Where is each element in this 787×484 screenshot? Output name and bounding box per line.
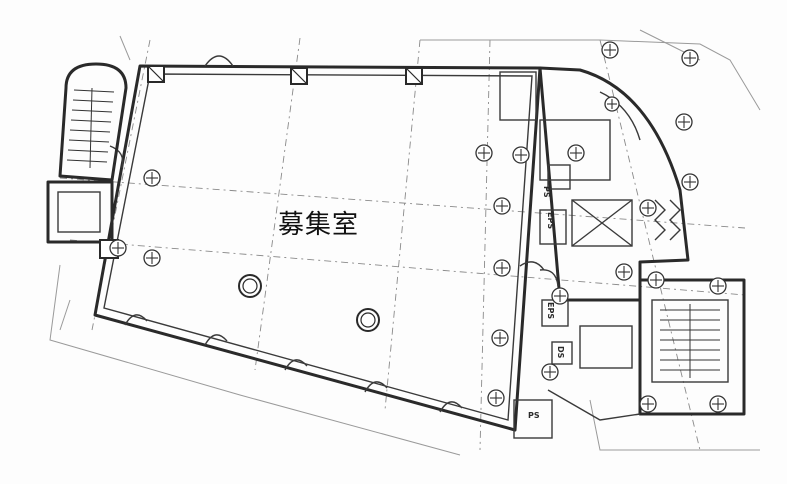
door-swings xyxy=(109,55,463,413)
eps-label-lower: EPS xyxy=(546,302,555,319)
grid-marker xyxy=(109,239,127,257)
core-area xyxy=(499,66,690,439)
column xyxy=(147,65,165,83)
grid-marker xyxy=(143,249,161,267)
ds-label: DS xyxy=(556,346,565,359)
grid-marker xyxy=(493,259,511,277)
grid-marker xyxy=(675,113,693,131)
grid-marker xyxy=(143,169,161,187)
column xyxy=(405,67,423,85)
eps-label-upper: EPS xyxy=(546,212,555,229)
room-code-labels: PS EPS EPS DS PS xyxy=(528,186,565,420)
right-stair-tower xyxy=(547,278,746,421)
main-room-walls xyxy=(93,64,542,432)
grid-marker xyxy=(475,144,493,162)
ps-label-upper: PS xyxy=(542,186,551,198)
grid-marker xyxy=(615,263,633,281)
column xyxy=(238,274,262,298)
structural-columns xyxy=(99,65,423,332)
grid-markers xyxy=(109,41,727,413)
left-stair-tower xyxy=(46,62,128,244)
grid-marker xyxy=(709,277,727,295)
grid-marker xyxy=(681,173,699,191)
grid-marker xyxy=(567,144,585,162)
grid-marker xyxy=(639,395,657,413)
column xyxy=(356,308,380,332)
grid-marker xyxy=(647,271,665,289)
grid-marker xyxy=(541,363,559,381)
grid-marker xyxy=(512,146,530,164)
grid-lines xyxy=(59,37,746,451)
elevator-shaft xyxy=(571,199,633,247)
grid-marker xyxy=(604,96,620,112)
grid-marker xyxy=(551,287,569,305)
grid-marker xyxy=(491,329,509,347)
column xyxy=(290,67,308,85)
grid-marker xyxy=(601,41,619,59)
grid-marker xyxy=(681,49,699,67)
grid-marker xyxy=(487,389,505,407)
grid-marker xyxy=(709,395,727,413)
grid-marker xyxy=(493,197,511,215)
grid-marker xyxy=(639,199,657,217)
main-room-label: 募集室 xyxy=(278,210,360,240)
ps-label-lower: PS xyxy=(528,411,540,420)
